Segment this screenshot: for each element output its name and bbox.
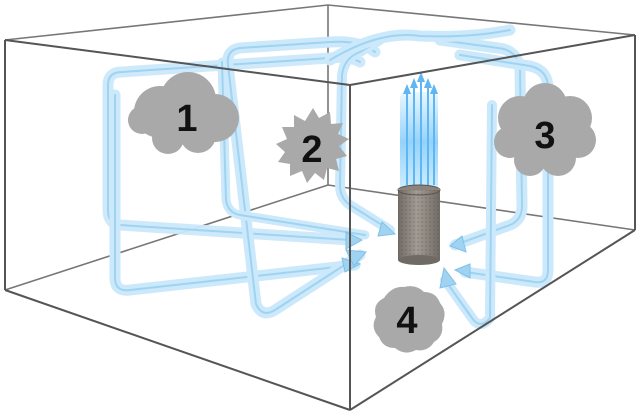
room-front-edges: [4, 34, 636, 411]
particle-label-2: 2: [301, 129, 322, 171]
spiky-particle-icon: [276, 108, 349, 183]
particle-cloud-3: 3: [494, 83, 596, 176]
airflow-loops: [102, 24, 554, 329]
arrowhead-center: [377, 221, 397, 237]
particle-label-1: 1: [176, 98, 197, 140]
air-purifier-icon: [397, 184, 441, 265]
particle-blob-4: 4: [373, 286, 445, 353]
room-back-edges: [4, 4, 636, 291]
particle-cloud-1: 1: [128, 72, 239, 154]
particle-cloud-icon: [494, 83, 596, 176]
particle-label-3: 3: [534, 115, 555, 157]
arrowhead-right-outer: [453, 263, 471, 279]
air-purifier: [397, 72, 441, 265]
particle-blob-icon: [373, 286, 445, 353]
particle-cloud-icon: [128, 72, 239, 154]
airflow-path-center-left: [335, 35, 395, 235]
purifier-light-beam: [400, 72, 438, 192]
arrowhead-right: [449, 235, 467, 253]
particle-spiky-2: 2: [276, 108, 349, 183]
arrowhead-bottom-right: [439, 266, 457, 289]
particle-label-4: 4: [396, 300, 417, 342]
